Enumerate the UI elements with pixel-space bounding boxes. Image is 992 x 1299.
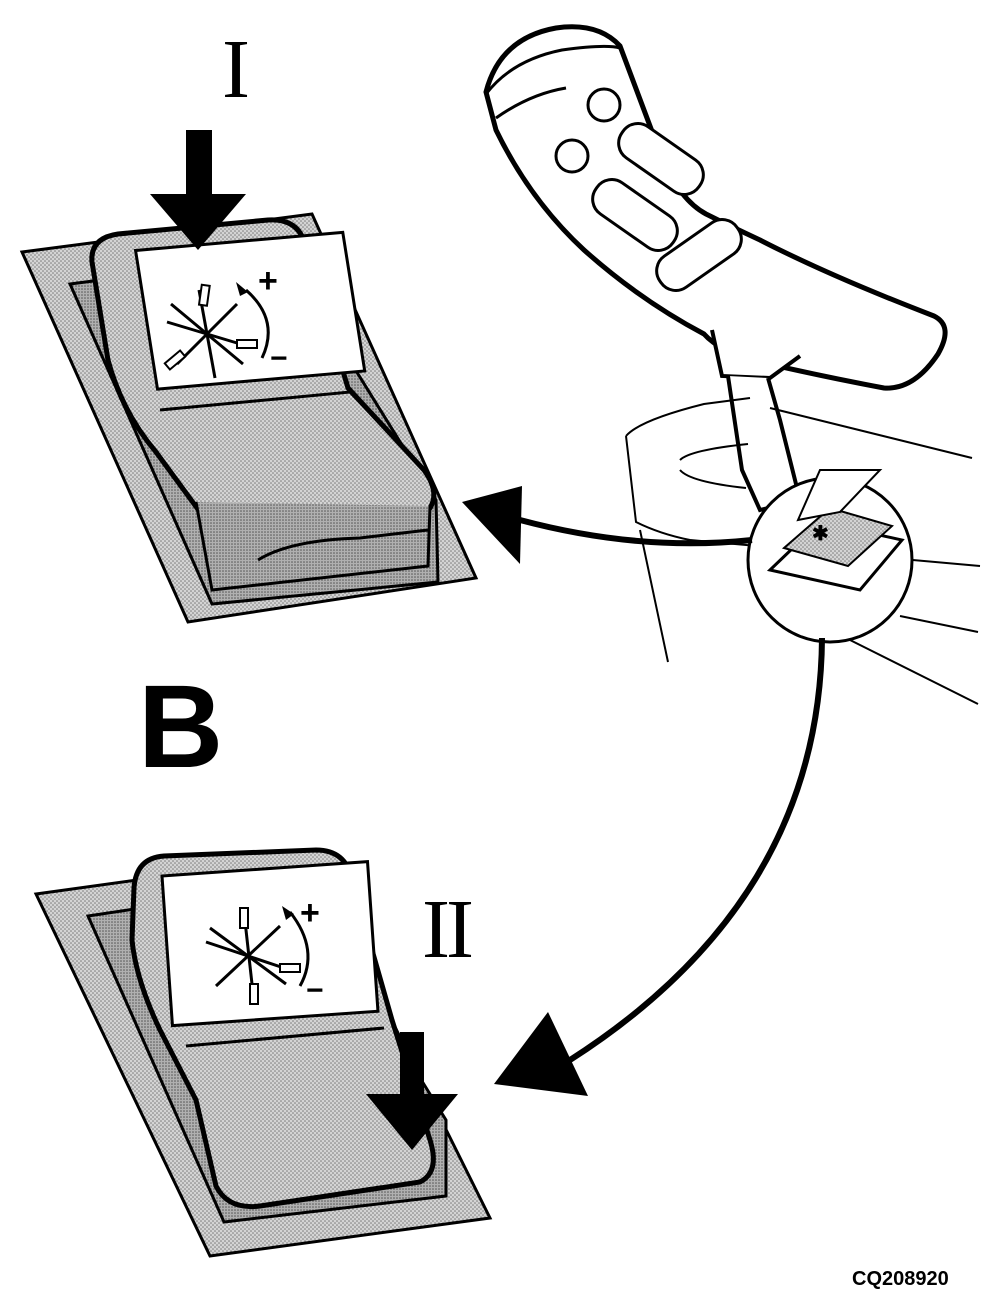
minus-sign: − [306,974,324,1007]
handle-button-left [554,138,590,174]
speed-arc [288,911,310,987]
svg-text:✱: ✱ [812,523,829,545]
rocker-ridge [159,390,426,472]
callout-arrow-top [462,486,753,564]
fan-speed-icon [205,907,301,1005]
rocker-lower-face [194,501,432,592]
position-two-label: II [422,883,474,976]
detail-magnifier: ✱ [746,469,914,644]
speed-arc [245,288,270,359]
control-handle [483,24,948,513]
switch-position-one: + − [19,212,479,624]
position-one-label: I [222,23,250,116]
press-arrow-top [150,130,246,250]
console-outline [625,397,981,705]
switch-position-two: + − [33,847,493,1258]
press-arrow-bottom [366,1032,458,1150]
fan-speed-icon [163,283,258,379]
plus-sign: + [300,894,320,932]
handle-rocker-upper [617,122,705,196]
figure-code: CQ208920 [852,1268,949,1290]
callout-arrow-bottom [494,637,825,1096]
handle-rocker-lower [655,218,743,292]
rocker-ridge [185,1026,385,1048]
symbol-window [160,860,380,1028]
handle-rocker-middle [591,178,679,252]
handle-button-top [586,87,622,123]
minus-sign: − [270,342,288,375]
plus-sign: + [258,262,278,300]
view-letter-label: B [138,661,224,793]
